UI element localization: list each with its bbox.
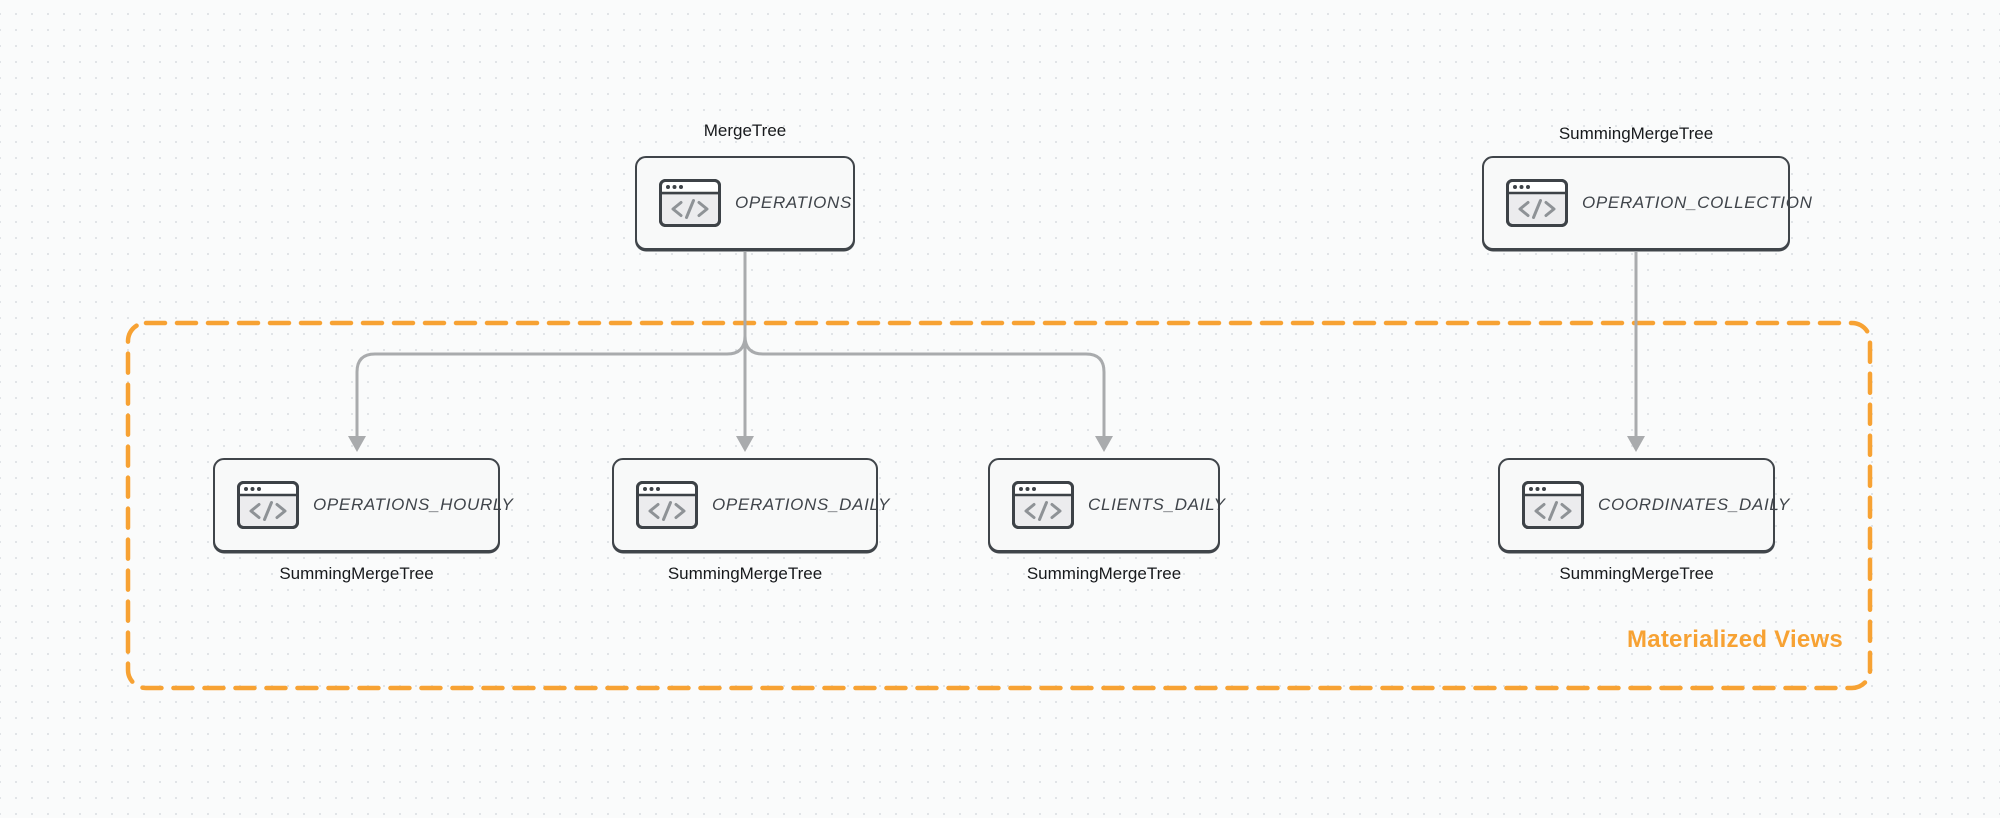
node-title: COORDINATES_DAILY	[1598, 495, 1791, 514]
engine-label-operations-hourly: SummingMergeTree	[279, 564, 434, 583]
engine-label-operations-daily: SummingMergeTree	[667, 564, 823, 583]
arrowhead-operations-hourly	[348, 436, 366, 452]
edge-operations-to-operations-hourly	[355, 252, 747, 437]
node-title: CLIENTS_DAILY	[1088, 495, 1226, 514]
browser-code-icon	[1506, 179, 1568, 227]
node-title: OPERATIONS_DAILY	[712, 495, 891, 514]
arrowhead-operations-daily	[736, 436, 754, 452]
arrowhead-clients-daily	[1095, 436, 1113, 452]
browser-code-icon	[237, 481, 299, 529]
engine-label-operations: MergeTree	[703, 121, 787, 140]
engine-label-coordinates-daily: SummingMergeTree	[1559, 564, 1714, 583]
node-operations-hourly[interactable]: OPERATIONS_HOURLY	[213, 458, 513, 552]
node-operations-daily[interactable]: OPERATIONS_DAILY	[612, 458, 889, 552]
browser-code-icon	[1012, 481, 1074, 529]
node-coordinates-daily[interactable]: COORDINATES_DAILY	[1498, 458, 1789, 552]
browser-code-icon	[636, 481, 698, 529]
engine-label-operation-collection: SummingMergeTree	[1558, 124, 1714, 143]
node-title: OPERATIONS_HOURLY	[313, 495, 514, 514]
materialized-views-label: Materialized Views	[1627, 626, 1843, 653]
node-operations[interactable]: OPERATIONS	[635, 156, 855, 250]
browser-code-icon	[1522, 481, 1584, 529]
node-clients-daily[interactable]: CLIENTS_DAILY	[988, 458, 1225, 552]
node-title: OPERATIONS	[735, 193, 853, 212]
node-title: OPERATION_COLLECTION	[1582, 193, 1813, 212]
node-operation-collection[interactable]: OPERATION_COLLECTION	[1482, 156, 1812, 250]
browser-code-icon	[659, 179, 721, 227]
arrowhead-coordinates-daily	[1627, 436, 1645, 452]
edge-operations-to-clients-daily	[743, 252, 1106, 437]
engine-label-clients-daily: SummingMergeTree	[1026, 564, 1182, 583]
